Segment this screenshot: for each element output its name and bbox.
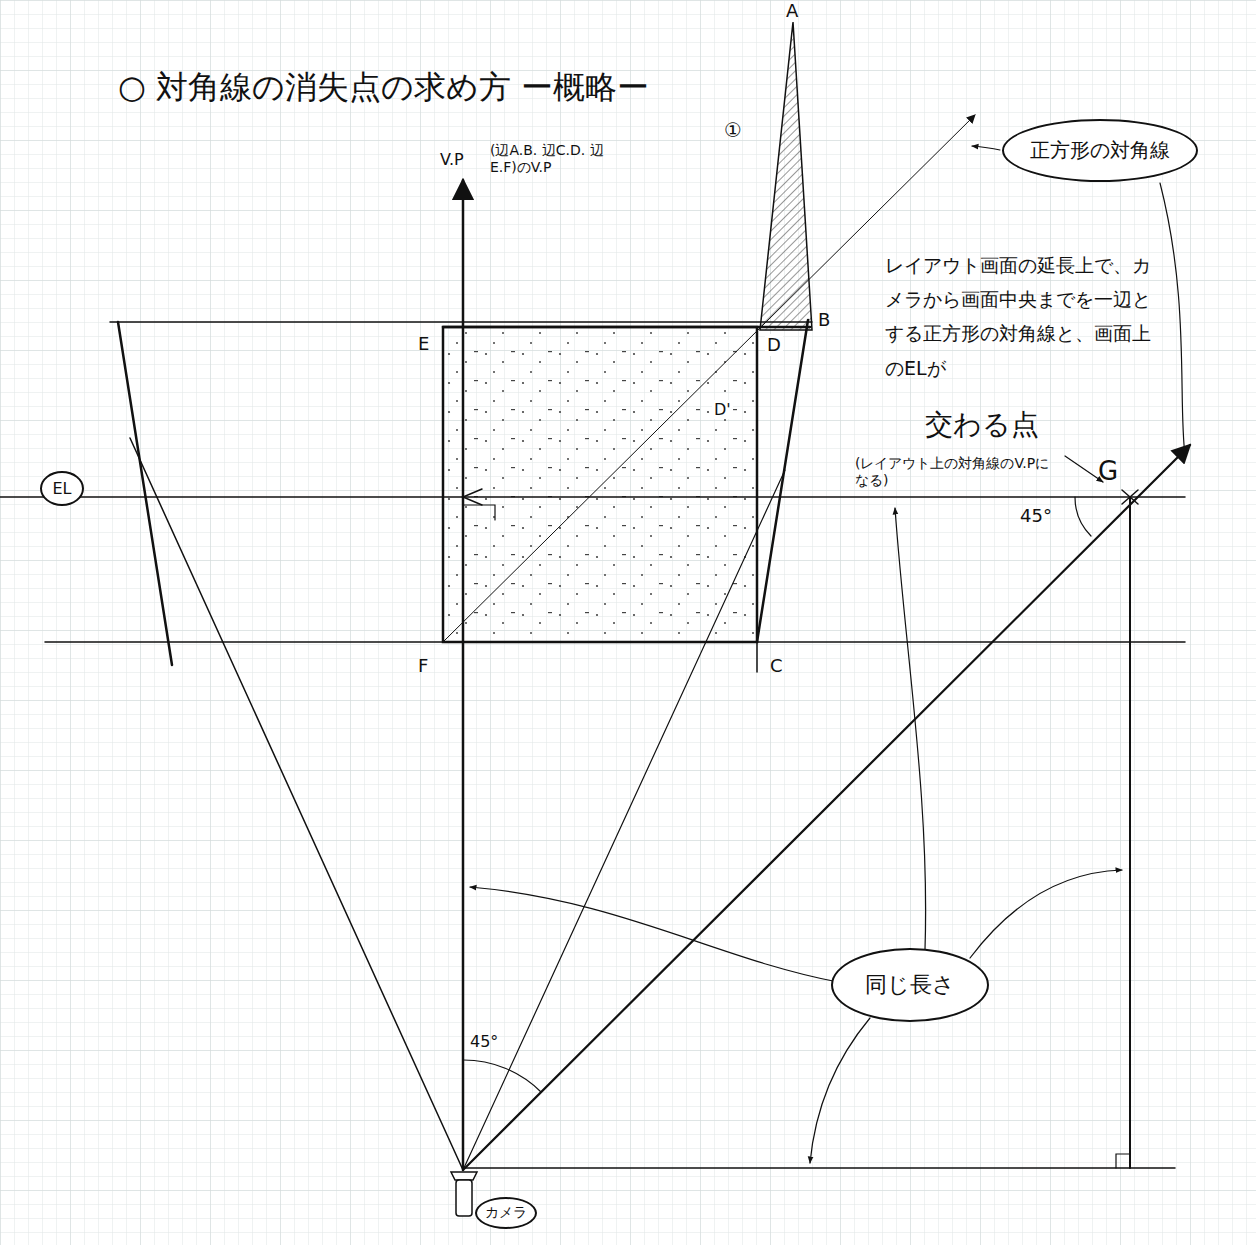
diagram-title: ○ 対角線の消失点の求め方 ー概略ー <box>118 68 649 106</box>
node-text: EL <box>52 479 71 498</box>
node-text: 同じ長さ <box>865 970 955 1000</box>
explanation-aside: (レイアウト上の対角線のV.Pになる) <box>855 455 1050 489</box>
point-letter: B <box>818 309 830 331</box>
explanation-note: レイアウト画面の延長上で、カメラから画面中央までを一辺とする正方形の対角線と、画… <box>885 248 1165 385</box>
explanation-emphasis: 交わる点 <box>925 408 1039 442</box>
callout-ellipse: 同じ長さ <box>831 948 989 1022</box>
point-letter: F <box>418 655 428 677</box>
vanishing-point-label: V.P <box>440 150 464 169</box>
angle-label: 45° <box>470 1032 498 1051</box>
point-letter: C <box>770 655 783 677</box>
point-letter: D <box>765 334 783 356</box>
callout-ellipse: 正方形の対角線 <box>1002 119 1198 182</box>
callout-number: ① <box>724 118 742 142</box>
point-letter: E <box>418 333 429 355</box>
point-letter: A <box>786 0 798 22</box>
node-text: 正方形の対角線 <box>1030 137 1170 164</box>
vanishing-point-note: (辺A.B. 辺C.D. 辺E.F)のV.P <box>490 142 630 176</box>
camera-badge: カメラ <box>475 1197 537 1229</box>
point-letter: G <box>1098 456 1118 487</box>
node-text: カメラ <box>485 1204 527 1222</box>
eye-level-badge: EL <box>40 471 84 506</box>
point-letter: D' <box>712 400 733 419</box>
angle-label: 45° <box>1020 505 1052 527</box>
